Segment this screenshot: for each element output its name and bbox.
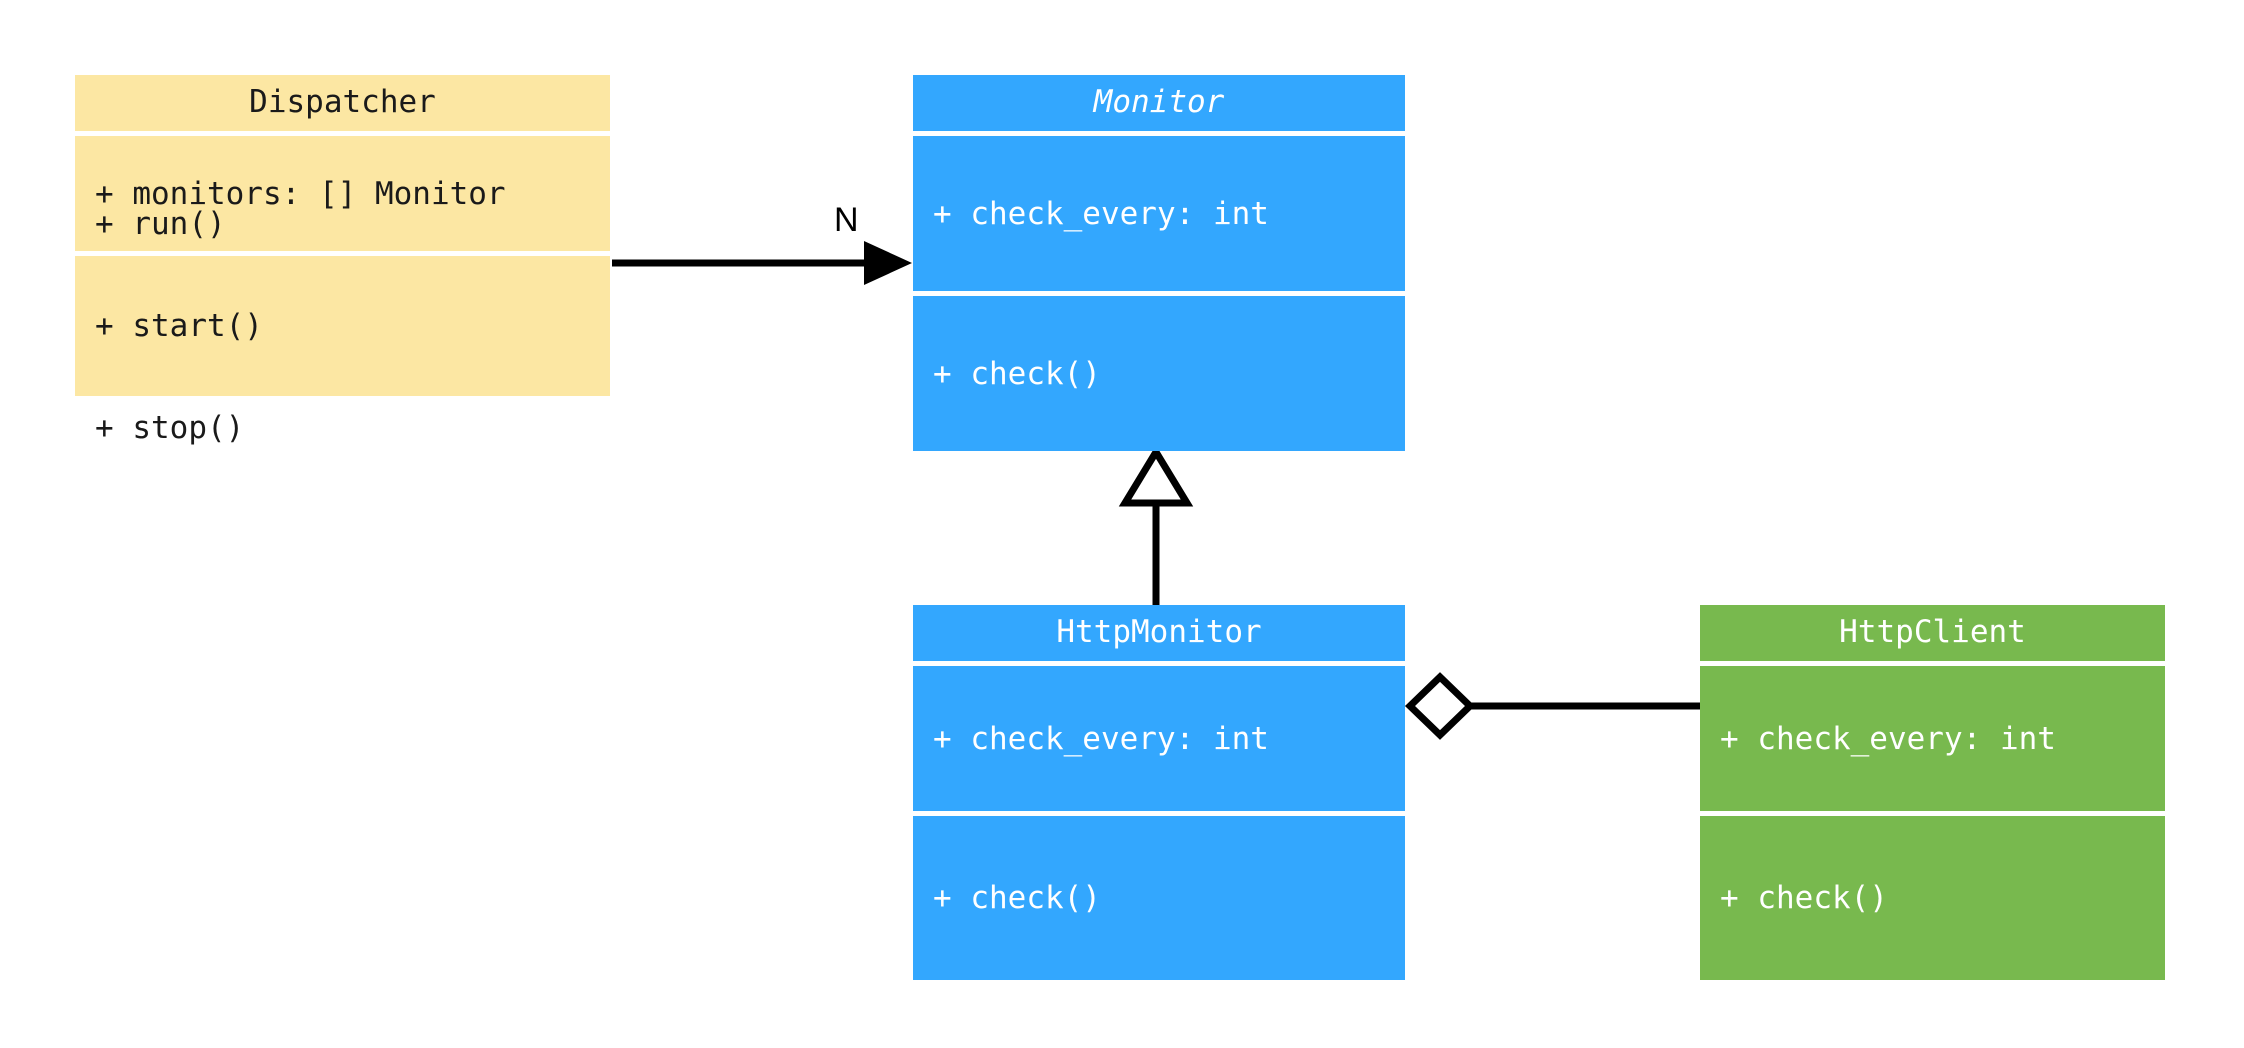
multiplicity-label-n: N	[834, 201, 859, 239]
attribute-row: + monitors: [] Monitor	[95, 175, 506, 212]
class-attributes-httpclient: + check_every: int	[1700, 666, 2165, 811]
class-methods-monitor: + check()	[913, 296, 1405, 451]
class-box-httpclient[interactable]: HttpClient + check_every: int + check()	[1700, 605, 2165, 980]
attribute-row: + check_every: int	[1720, 720, 2056, 757]
class-attributes-httpmonitor: + check_every: int	[913, 666, 1405, 811]
class-name-monitor: Monitor	[1093, 84, 1225, 121]
class-header-httpclient: HttpClient	[1700, 605, 2165, 661]
class-header-httpmonitor: HttpMonitor	[913, 605, 1405, 661]
class-methods-dispatcher: + run() + start() + stop()	[75, 207, 610, 445]
method-row: + start()	[95, 308, 263, 344]
method-row: + stop()	[95, 410, 245, 446]
aggregation-diamond-icon	[1404, 672, 1476, 740]
method-row: + check()	[933, 880, 1101, 916]
class-header-dispatcher: Dispatcher	[75, 75, 610, 131]
generalization-httpmonitor-to-monitor	[1118, 445, 1194, 605]
attribute-row: + check_every: int	[933, 195, 1269, 232]
class-box-httpmonitor[interactable]: HttpMonitor + check_every: int + check()	[913, 605, 1405, 980]
association-arrowhead-icon	[864, 241, 912, 285]
class-name-httpclient: HttpClient	[1839, 614, 2026, 651]
class-name-dispatcher: Dispatcher	[249, 84, 436, 121]
class-box-dispatcher[interactable]: Dispatcher + monitors: [] Monitor + run(…	[75, 75, 610, 445]
class-box-monitor[interactable]: Monitor + check_every: int + check()	[913, 75, 1405, 451]
class-attributes-dispatcher: + monitors: [] Monitor	[75, 136, 610, 251]
class-header-monitor: Monitor	[913, 75, 1405, 131]
class-methods-httpclient: + check()	[1700, 816, 2165, 980]
association-dispatcher-to-monitor	[612, 241, 912, 285]
class-attributes-monitor: + check_every: int	[913, 136, 1405, 291]
method-row: + run()	[95, 206, 226, 242]
class-name-httpmonitor: HttpMonitor	[1056, 614, 1262, 651]
method-row: + check()	[933, 355, 1101, 392]
attribute-row: + check_every: int	[933, 720, 1269, 757]
method-row: + check()	[1720, 880, 1888, 916]
generalization-triangle-icon	[1118, 445, 1194, 507]
class-methods-httpmonitor: + check()	[913, 816, 1405, 980]
aggregation-httpmonitor-to-httpclient	[1404, 672, 1700, 740]
